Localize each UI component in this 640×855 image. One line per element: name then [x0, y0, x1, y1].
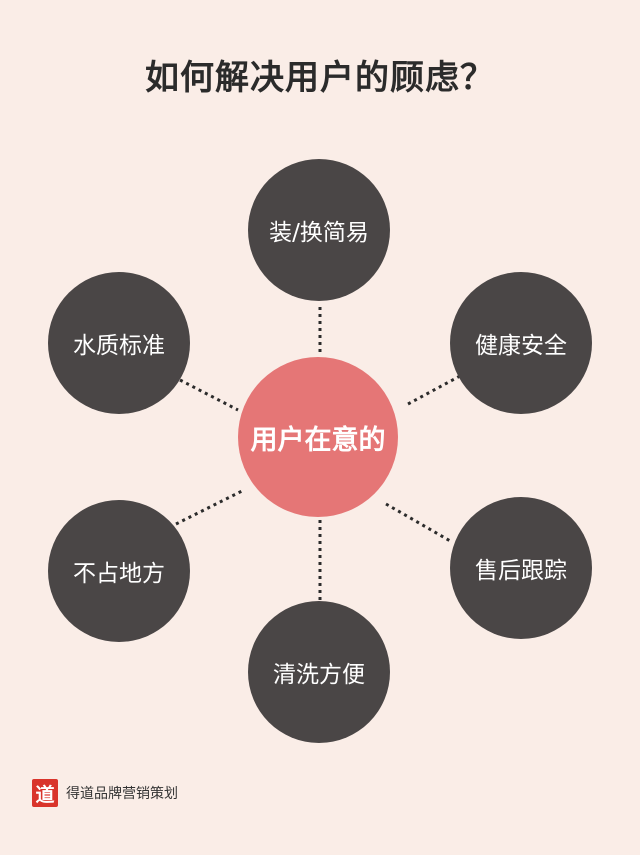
center-label: 用户在意的 [250, 424, 386, 456]
logo-char: 道 [35, 783, 55, 806]
center-node: 用户在意的 [238, 357, 398, 517]
connector-top-right [407, 374, 461, 406]
node-easy-cleaning: 清洗方便 [248, 601, 390, 743]
node-label: 不占地方 [73, 561, 165, 587]
page-title: 如何解决用户的顾虑？ [145, 58, 495, 98]
node-label: 清洗方便 [273, 662, 365, 688]
footer-brand: 道 得道品牌营销策划 [32, 779, 178, 807]
node-label: 水质标准 [73, 333, 165, 359]
connector-bottom-right [385, 502, 453, 544]
connector-bottom-left [175, 488, 245, 526]
node-label: 装/换简易 [269, 220, 369, 246]
node-install-easy: 装/换简易 [248, 159, 390, 301]
node-space-saving: 不占地方 [48, 500, 190, 642]
connector-top-left [179, 378, 239, 412]
node-label: 健康安全 [475, 333, 567, 359]
node-health-safety: 健康安全 [450, 272, 592, 414]
brand-name: 得道品牌营销策划 [66, 786, 178, 802]
node-after-sales: 售后跟踪 [450, 497, 592, 639]
node-water-quality: 水质标准 [48, 272, 190, 414]
brand-logo-icon: 道 [32, 779, 58, 807]
node-label: 售后跟踪 [475, 558, 567, 584]
